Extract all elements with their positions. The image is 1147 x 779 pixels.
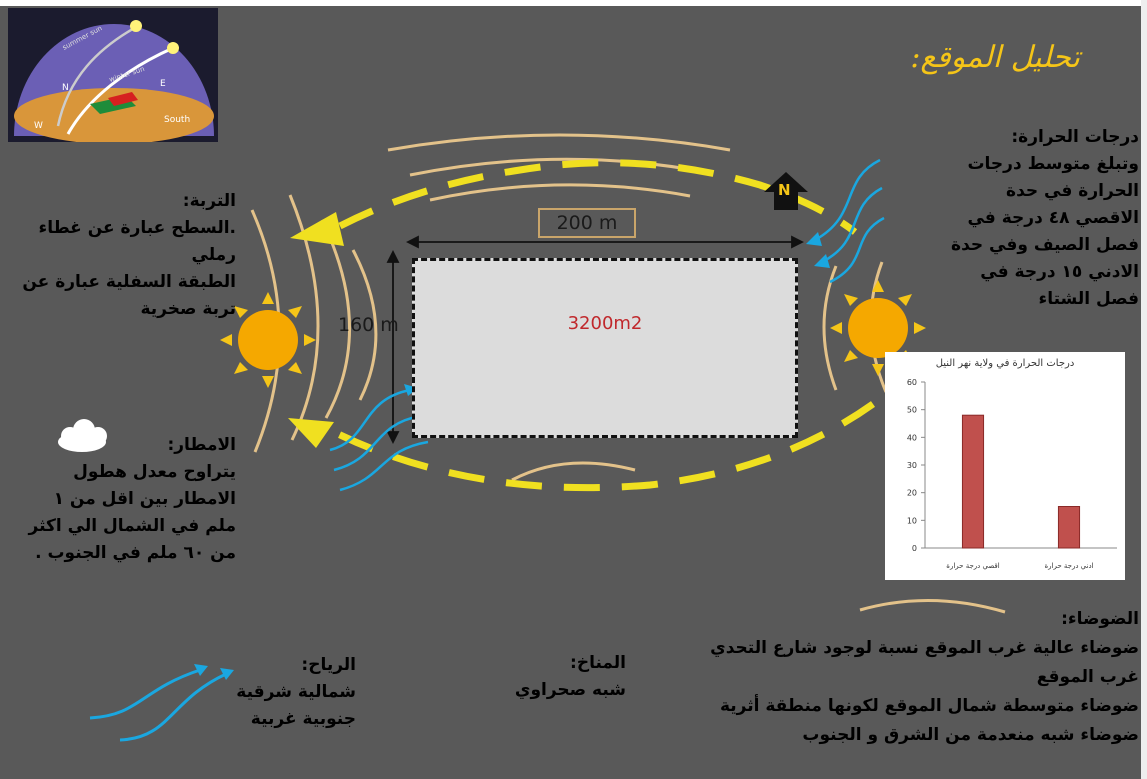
rain-line: الامطار بين اقل من ١ — [53, 489, 236, 509]
rain-heading: الامطار: — [167, 435, 236, 455]
north-arrow-icon — [764, 172, 808, 210]
noise-line: ضوضاء شبه منعدمة من الشرق و الجنوب — [802, 725, 1139, 745]
sunpath-label-north: N — [62, 83, 69, 93]
noise-line: ضوضاء متوسطة شمال الموقع لكونها منطقة أث… — [719, 696, 1139, 716]
chart-plot: 0 10 20 30 40 50 60 اقصي درجة حرارة ادني درجة حر… — [907, 378, 1117, 570]
wind-section: الرياح: شمالية شرقية جنوبية غربية — [236, 652, 356, 733]
sun-path-arrowhead-west — [290, 212, 344, 246]
wind-legend-icon — [89, 668, 227, 742]
rain-line: من ٦٠ ملم في الجنوب . — [35, 543, 236, 563]
sunpath-label-west: W — [34, 121, 43, 131]
climate-heading: المناخ: — [570, 653, 626, 673]
chart-y-tick-label: 50 — [907, 406, 917, 415]
sun-west-icon — [220, 292, 316, 388]
chart-bar — [961, 414, 985, 549]
sun-path-diagram: summer sun winter sun N E W South — [8, 8, 218, 144]
site-height-label: 160 m — [338, 314, 399, 336]
chart-category-label: اقصي درجة حرارة — [946, 562, 999, 570]
sun-path-arrowhead-southwest — [288, 418, 334, 448]
chart-y-tick-label: 40 — [907, 433, 917, 442]
north-label: N — [778, 181, 791, 199]
right-edge — [1141, 0, 1147, 779]
temperature-line: الادني ١٥ درجة في — [980, 262, 1139, 282]
wind-northeast-arrowheads — [806, 232, 830, 268]
temperature-heading: درجات الحرارة: — [1011, 127, 1139, 147]
sun-path-route — [328, 159, 876, 492]
temperature-line: فصل الصيف وفي حدة — [951, 235, 1139, 255]
chart-y-tick-label: 0 — [912, 544, 917, 553]
climate-section: المناخ: شبه صحراوي — [484, 650, 626, 704]
noise-arc-south — [511, 461, 636, 482]
noise-arcs-north — [387, 133, 731, 202]
temperature-line: الحرارة في حدة — [1006, 181, 1139, 201]
wind-legend-arrowheads — [194, 664, 234, 680]
noise-line: ضوضاء عالية غرب الموقع نسبة لوجود شارع ا… — [710, 638, 1139, 658]
chart-y-tick-label: 10 — [907, 516, 917, 525]
rain-section: الامطار: يتراوح معدل هطول الامطار بين اق… — [8, 432, 236, 567]
sunpath-label-east: E — [160, 79, 166, 89]
sunpath-label-south: South — [164, 115, 190, 125]
chart-y-tick-label: 20 — [907, 489, 917, 498]
noise-section: الضوضاء: ضوضاء عالية غرب الموقع نسبة لوج… — [639, 605, 1139, 750]
site-boundary — [412, 258, 798, 438]
noise-heading: الضوضاء: — [1061, 609, 1139, 629]
temperature-line: وتبلغ متوسط درجات — [967, 154, 1139, 174]
site-width-label: 200 m — [538, 208, 636, 238]
chart-title: درجات الحرارة في ولاية نهر النيل — [935, 358, 1075, 369]
cloud-icon — [58, 419, 107, 452]
soil-section: التربة: .السطح عبارة عن غطاء رملي الطبقة… — [8, 188, 236, 323]
rain-line: ملم في الشمال الي اكثر — [28, 516, 236, 536]
climate-line: شبه صحراوي — [514, 680, 626, 700]
temperature-chart: درجات الحرارة في ولاية نهر النيل 0 10 20 30… — [885, 352, 1125, 580]
soil-line: .السطح عبارة عن غطاء — [38, 218, 236, 238]
chart-bar — [1057, 506, 1081, 549]
soil-line: الطبقة السفلية عبارة عن — [22, 272, 236, 292]
temperature-line: الاقصي ٤٨ درجة في — [967, 208, 1139, 228]
wind-line: جنوبية غربية — [250, 709, 356, 729]
site-area-label: 3200m2 — [567, 313, 643, 334]
wind-line: شمالية شرقية — [236, 682, 356, 702]
chart-category-label: ادني درجة حرارة — [1044, 562, 1093, 570]
noise-line: غرب الموقع — [1036, 667, 1139, 687]
dimension-height-line — [386, 249, 400, 445]
wind-heading: الرياح: — [301, 655, 356, 675]
page-title: تحليل الموقع: — [910, 40, 1080, 75]
wind-northeast-icon — [814, 158, 885, 284]
top-edge — [0, 0, 1147, 6]
chart-y-tick-label: 30 — [907, 461, 917, 470]
noise-legend-arc — [859, 598, 1006, 614]
wind-southwest-icon — [329, 388, 429, 492]
soil-line: تربة صخرية — [140, 299, 236, 319]
chart-y-tick-label: 60 — [907, 378, 917, 387]
soil-line: رملي — [191, 245, 236, 265]
temperature-line: فصل الشتاء — [1038, 289, 1140, 309]
dimension-width-line — [405, 235, 805, 249]
temperature-section: درجات الحرارة: وتبلغ متوسط درجات الحرارة… — [909, 124, 1139, 313]
rain-line: يتراوح معدل هطول — [73, 462, 236, 482]
sun-east-icon — [830, 280, 926, 376]
soil-heading: التربة: — [182, 191, 236, 211]
